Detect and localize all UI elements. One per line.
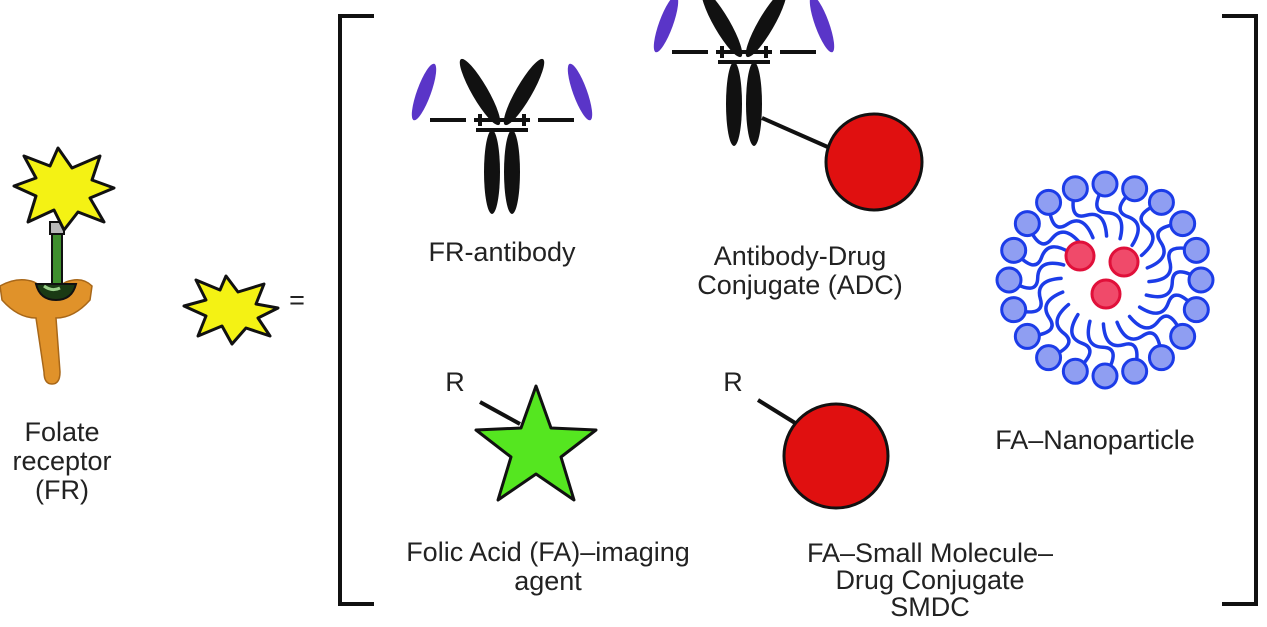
fr-antibody-label-line: FR-antibody — [428, 237, 576, 267]
left-bracket — [338, 14, 374, 606]
receptor-label-line: receptor — [12, 446, 112, 476]
starburst-legend-icon — [182, 274, 280, 346]
lipid-tail — [1095, 182, 1124, 241]
receptor-label-line: (FR) — [35, 475, 89, 505]
lipid-tail — [1086, 319, 1115, 378]
lipid-tail — [1137, 293, 1199, 315]
payload-particle — [1090, 278, 1122, 310]
nanoparticle-label-line: FA–Nanoparticle — [995, 425, 1195, 455]
fr-antibody-icon — [411, 53, 593, 216]
smdc-label-line: FA–Small Molecule– — [806, 538, 1054, 568]
nanoparticle-icon — [995, 170, 1215, 390]
lipid-tail — [1011, 276, 1063, 314]
smdc-label: FA–Small Molecule– Drug Conjugate SMDC — [760, 540, 1100, 621]
nanoparticle-label: FA–Nanoparticle — [960, 426, 1230, 455]
adc-label-line: Antibody-Drug — [713, 241, 887, 271]
lipid-head — [1035, 344, 1063, 372]
lipid-tail — [1011, 245, 1073, 267]
lipid-tail — [1115, 320, 1164, 360]
lipid-head — [1121, 357, 1149, 385]
starburst-icon — [12, 146, 116, 232]
right-bracket — [1222, 14, 1258, 606]
imaging-agent-label: Folic Acid (FA)–imaging agent — [360, 538, 736, 596]
imaging-agent-linker — [479, 400, 521, 426]
lipid-head — [1182, 236, 1210, 264]
smdc-linker — [756, 398, 802, 428]
equals-sign: = — [289, 285, 305, 315]
fr-antibody-label: FR-antibody — [392, 238, 612, 267]
lipid-tail — [1025, 221, 1083, 246]
lipid-tail — [1147, 246, 1199, 284]
lipid-tail — [1025, 290, 1065, 339]
lipid-head — [1091, 170, 1119, 198]
lipid-head — [1147, 188, 1175, 216]
lipid-tail — [1139, 200, 1164, 258]
lipid-tail — [1007, 261, 1066, 290]
smdc-drug-icon — [782, 402, 890, 510]
smdc-r-label: R — [723, 367, 743, 397]
payload-particle — [1108, 246, 1140, 278]
smdc-label-line: Drug Conjugate — [835, 565, 1025, 595]
lipid-head — [1013, 210, 1041, 238]
lipid-head — [1169, 210, 1197, 238]
lipid-head — [1013, 322, 1041, 350]
lipid-tail — [1101, 322, 1139, 374]
lipid-head — [1121, 175, 1149, 203]
adc-antibody-icon — [653, 0, 835, 150]
adc-label-line: Conjugate (ADC) — [697, 270, 903, 300]
receptor-label-line: Folate — [24, 417, 100, 447]
lipid-tail — [1070, 312, 1092, 374]
imaging-agent-r-label: R — [445, 367, 465, 397]
lipid-head — [1182, 296, 1210, 324]
lipid-tail — [1118, 186, 1140, 248]
lipid-tail — [1145, 221, 1185, 270]
smdc-label-line: SMDC — [890, 592, 970, 622]
folate-receptor-icon — [0, 221, 93, 385]
imaging-agent-label-line: Folic Acid (FA)–imaging — [406, 537, 690, 567]
lipid-head — [995, 266, 1023, 294]
lipid-head — [1187, 266, 1215, 294]
lipid-tail — [1127, 314, 1185, 339]
imaging-agent-label-line: agent — [514, 566, 582, 596]
lipid-head — [1000, 236, 1028, 264]
lipid-head — [1061, 175, 1089, 203]
payload-particle — [1064, 240, 1096, 272]
lipid-tail — [1144, 270, 1203, 299]
adc-label: Antibody-Drug Conjugate (ADC) — [650, 242, 950, 300]
lipid-tail — [1046, 302, 1071, 360]
lipid-head — [1091, 362, 1119, 390]
lipid-head — [1147, 344, 1175, 372]
lipid-tail — [1046, 200, 1095, 240]
lipid-head — [1000, 296, 1028, 324]
lipid-head — [1061, 357, 1089, 385]
lipid-head — [1169, 322, 1197, 350]
lipid-tail — [1071, 186, 1109, 238]
adc-drug-icon — [824, 112, 924, 212]
receptor-label: Folate receptor (FR) — [2, 418, 122, 505]
lipid-head — [1035, 188, 1063, 216]
star-icon — [474, 384, 598, 502]
